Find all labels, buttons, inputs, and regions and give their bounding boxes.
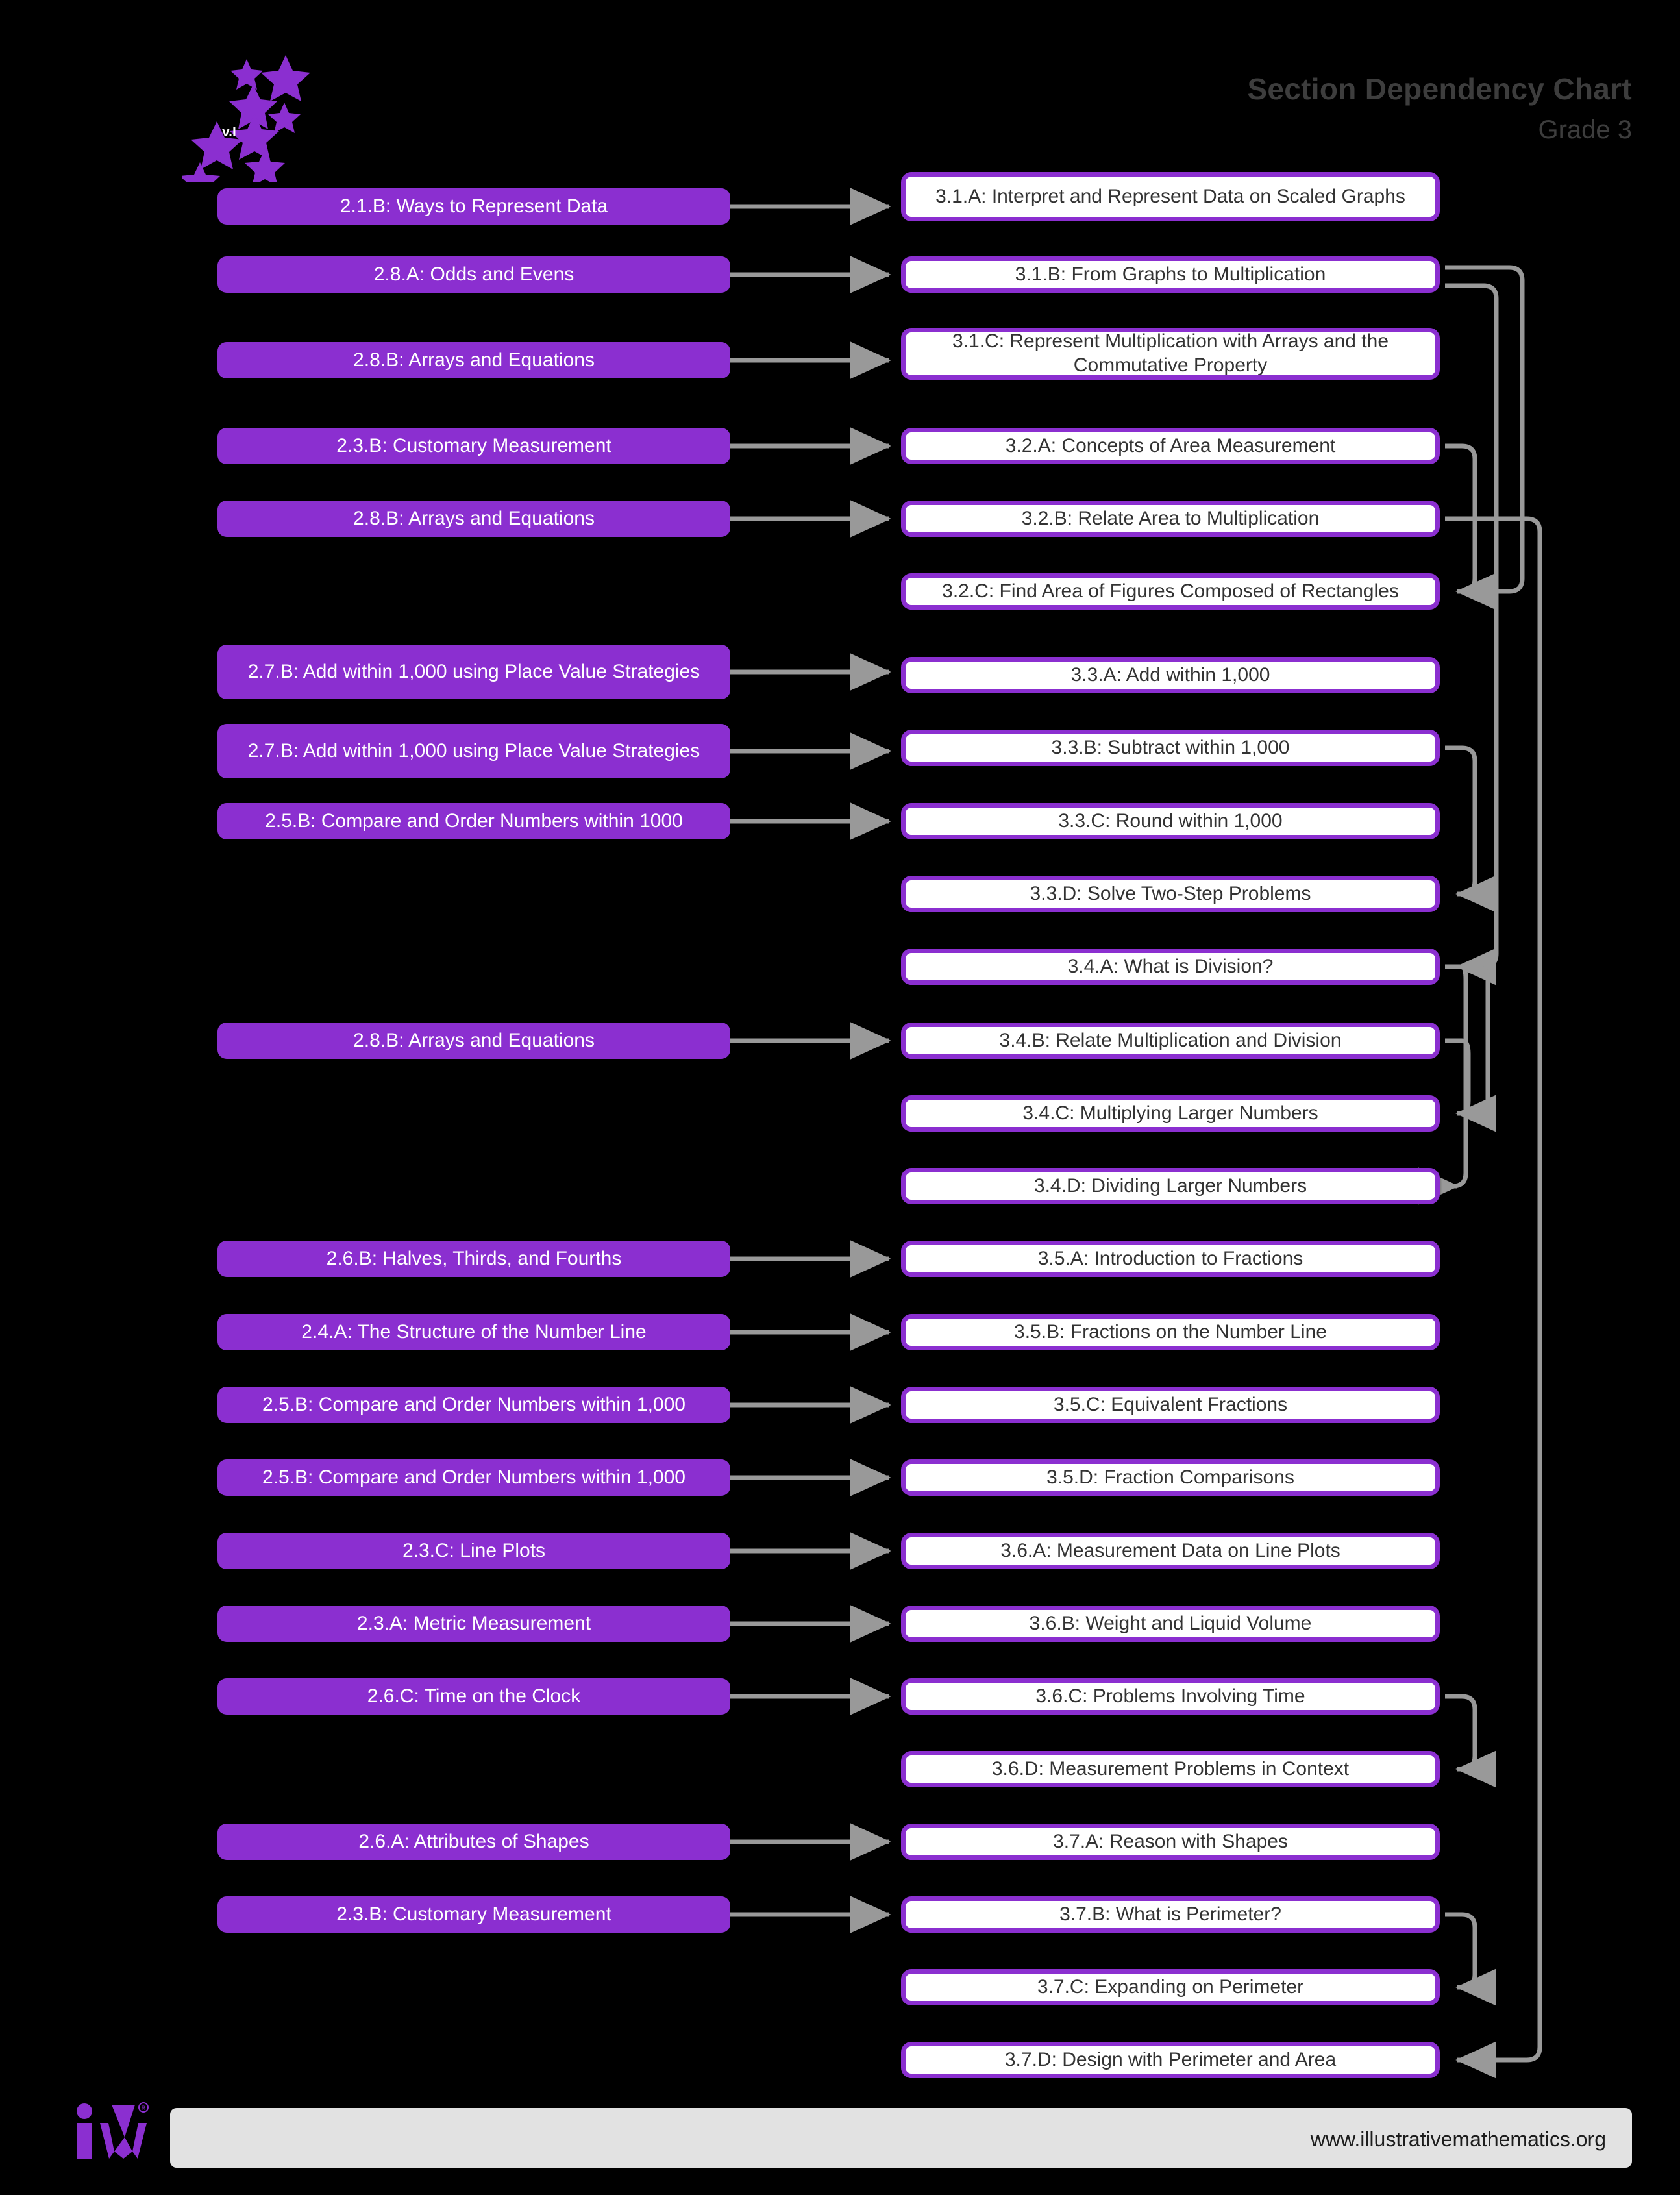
section-node-label: 3.6.A: Measurement Data on Line Plots — [1000, 1539, 1340, 1561]
prereq-node-label: 2.5.B: Compare and Order Numbers within … — [262, 1393, 686, 1415]
prereq-node[interactable]: 2.8.B: Arrays and Equations — [217, 501, 730, 537]
section-node-label: 3.5.A: Introduction to Fractions — [1037, 1247, 1303, 1269]
svg-text:R: R — [142, 2105, 146, 2111]
section-node-label: 3.6.D: Measurement Problems in Context — [991, 1757, 1350, 1780]
section-node-label: 3.5.B: Fractions on the Number Line — [1014, 1321, 1327, 1343]
section-node[interactable]: 3.5.A: Introduction to Fractions — [901, 1241, 1440, 1277]
prereq-node-label: 2.7.B: Add within 1,000 using Place Valu… — [247, 660, 700, 682]
section-node-label: 3.3.D: Solve Two-Step Problems — [1030, 882, 1311, 904]
section-node[interactable]: 3.1.C: Represent Multiplication with Arr… — [901, 328, 1440, 380]
prereq-node[interactable]: 2.7.B: Add within 1,000 using Place Valu… — [217, 645, 730, 699]
section-node[interactable]: 3.5.B: Fractions on the Number Line — [901, 1314, 1440, 1350]
prereq-node-label: 2.8.B: Arrays and Equations — [353, 1029, 595, 1051]
section-node-label: 3.2.A: Concepts of Area Measurement — [1005, 434, 1336, 456]
section-node-label: 3.7.A: Reason with Shapes — [1053, 1830, 1288, 1852]
prereq-node-label: 2.5.B: Compare and Order Numbers within … — [262, 1466, 686, 1488]
section-node-label: 3.5.D: Fraction Comparisons — [1046, 1466, 1294, 1488]
section-node[interactable]: 3.1.A: Interpret and Represent Data on S… — [901, 172, 1440, 221]
page-title: Section Dependency Chart — [1247, 72, 1632, 106]
section-node[interactable]: 3.6.A: Measurement Data on Line Plots — [901, 1533, 1440, 1569]
version-label: v.I — [222, 125, 236, 140]
prereq-node[interactable]: 2.6.C: Time on the Clock — [217, 1678, 730, 1715]
section-node[interactable]: 3.4.B: Relate Multiplication and Divisio… — [901, 1023, 1440, 1059]
prereq-node-label: 2.6.A: Attributes of Shapes — [358, 1830, 589, 1852]
prereq-node[interactable]: 2.4.A: The Structure of the Number Line — [217, 1314, 730, 1350]
section-node[interactable]: 3.6.C: Problems Involving Time — [901, 1678, 1440, 1715]
section-node[interactable]: 3.3.B: Subtract within 1,000 — [901, 730, 1440, 766]
section-node[interactable]: 3.2.B: Relate Area to Multiplication — [901, 501, 1440, 537]
prereq-node[interactable]: 2.1.B: Ways to Represent Data — [217, 188, 730, 225]
section-node-label: 3.4.D: Dividing Larger Numbers — [1033, 1174, 1307, 1197]
prereq-node[interactable]: 2.6.A: Attributes of Shapes — [217, 1824, 730, 1860]
prereq-node-label: 2.7.B: Add within 1,000 using Place Valu… — [247, 739, 700, 762]
prereq-node[interactable]: 2.3.B: Customary Measurement — [217, 1896, 730, 1933]
section-node[interactable]: 3.5.C: Equivalent Fractions — [901, 1387, 1440, 1423]
prereq-node[interactable]: 2.3.C: Line Plots — [217, 1533, 730, 1569]
section-node[interactable]: 3.3.D: Solve Two-Step Problems — [901, 876, 1440, 912]
footer-url[interactable]: www.illustrativemathematics.org — [1310, 2127, 1606, 2151]
section-node-label: 3.4.C: Multiplying Larger Numbers — [1022, 1102, 1318, 1124]
prereq-node-label: 2.3.A: Metric Measurement — [356, 1612, 591, 1634]
page-subtitle: Grade 3 — [1538, 116, 1632, 144]
prereq-node[interactable]: 2.5.B: Compare and Order Numbers within … — [217, 1459, 730, 1496]
prereq-node[interactable]: 2.5.B: Compare and Order Numbers within … — [217, 803, 730, 839]
stars-decoration — [182, 55, 310, 182]
section-node-label: 3.2.C: Find Area of Figures Composed of … — [942, 580, 1399, 602]
im-logo: R — [77, 2102, 149, 2159]
section-node-label: 3.1.B: From Graphs to Multiplication — [1015, 263, 1326, 285]
section-node[interactable]: 3.7.B: What is Perimeter? — [901, 1896, 1440, 1933]
section-node[interactable]: 3.3.C: Round within 1,000 — [901, 803, 1440, 839]
section-node[interactable]: 3.1.B: From Graphs to Multiplication — [901, 256, 1440, 293]
section-node[interactable]: 3.2.C: Find Area of Figures Composed of … — [901, 573, 1440, 610]
section-node[interactable]: 3.6.B: Weight and Liquid Volume — [901, 1606, 1440, 1642]
prereq-node-label: 2.8.A: Odds and Evens — [373, 263, 574, 285]
section-node[interactable]: 3.6.D: Measurement Problems in Context — [901, 1751, 1440, 1787]
prereq-node-label: 2.8.B: Arrays and Equations — [353, 507, 595, 529]
section-node-label: 3.1.C: Represent Multiplication with Arr… — [952, 330, 1389, 376]
section-node[interactable]: 3.4.C: Multiplying Larger Numbers — [901, 1095, 1440, 1132]
prereq-node-label: 2.4.A: The Structure of the Number Line — [301, 1321, 647, 1343]
prereq-node[interactable]: 2.8.B: Arrays and Equations — [217, 342, 730, 378]
prereq-node-label: 2.6.B: Halves, Thirds, and Fourths — [326, 1247, 622, 1269]
section-node-label: 3.7.B: What is Perimeter? — [1059, 1903, 1281, 1925]
prereq-node-label: 2.6.C: Time on the Clock — [367, 1685, 581, 1707]
footer-bar: www.illustrativemathematics.org — [170, 2108, 1632, 2168]
prereq-node[interactable]: 2.6.B: Halves, Thirds, and Fourths — [217, 1241, 730, 1277]
prereq-node-label: 2.1.B: Ways to Represent Data — [340, 195, 608, 217]
section-node[interactable]: 3.7.A: Reason with Shapes — [901, 1824, 1440, 1860]
prereq-node[interactable]: 2.8.B: Arrays and Equations — [217, 1023, 730, 1059]
section-node-label: 3.1.A: Interpret and Represent Data on S… — [935, 185, 1405, 207]
section-node-label: 3.3.C: Round within 1,000 — [1058, 810, 1283, 832]
prereq-node-label: 2.3.C: Line Plots — [402, 1539, 546, 1561]
prereq-node[interactable]: 2.3.B: Customary Measurement — [217, 428, 730, 464]
prereq-node-label: 2.3.B: Customary Measurement — [336, 434, 611, 456]
section-node-label: 3.7.C: Expanding on Perimeter — [1037, 1976, 1304, 1998]
section-node-label: 3.4.B: Relate Multiplication and Divisio… — [999, 1029, 1342, 1051]
section-node-label: 3.3.B: Subtract within 1,000 — [1051, 736, 1290, 758]
prereq-node[interactable]: 2.3.A: Metric Measurement — [217, 1606, 730, 1642]
section-node-label: 3.6.C: Problems Involving Time — [1035, 1685, 1305, 1707]
section-node[interactable]: 3.2.A: Concepts of Area Measurement — [901, 428, 1440, 464]
prereq-node[interactable]: 2.5.B: Compare and Order Numbers within … — [217, 1387, 730, 1423]
section-node[interactable]: 3.7.D: Design with Perimeter and Area — [901, 2042, 1440, 2078]
prereq-node-label: 2.3.B: Customary Measurement — [336, 1903, 611, 1925]
section-node[interactable]: 3.4.A: What is Division? — [901, 949, 1440, 985]
section-node-label: 3.6.B: Weight and Liquid Volume — [1029, 1612, 1312, 1634]
section-node-label: 3.5.C: Equivalent Fractions — [1053, 1393, 1288, 1415]
prereq-node[interactable]: 2.8.A: Odds and Evens — [217, 256, 730, 293]
section-node-label: 3.3.A: Add within 1,000 — [1070, 663, 1270, 686]
section-node-label: 3.7.D: Design with Perimeter and Area — [1004, 2048, 1337, 2070]
section-node[interactable]: 3.7.C: Expanding on Perimeter — [901, 1969, 1440, 2005]
prereq-node-label: 2.8.B: Arrays and Equations — [353, 349, 595, 371]
prereq-node-label: 2.5.B: Compare and Order Numbers within … — [265, 810, 683, 832]
section-node[interactable]: 3.3.A: Add within 1,000 — [901, 657, 1440, 693]
section-node[interactable]: 3.5.D: Fraction Comparisons — [901, 1459, 1440, 1496]
section-node-label: 3.2.B: Relate Area to Multiplication — [1021, 507, 1320, 529]
section-node[interactable]: 3.4.D: Dividing Larger Numbers — [901, 1168, 1440, 1204]
prereq-node[interactable]: 2.7.B: Add within 1,000 using Place Valu… — [217, 724, 730, 778]
section-node-label: 3.4.A: What is Division? — [1067, 955, 1274, 977]
